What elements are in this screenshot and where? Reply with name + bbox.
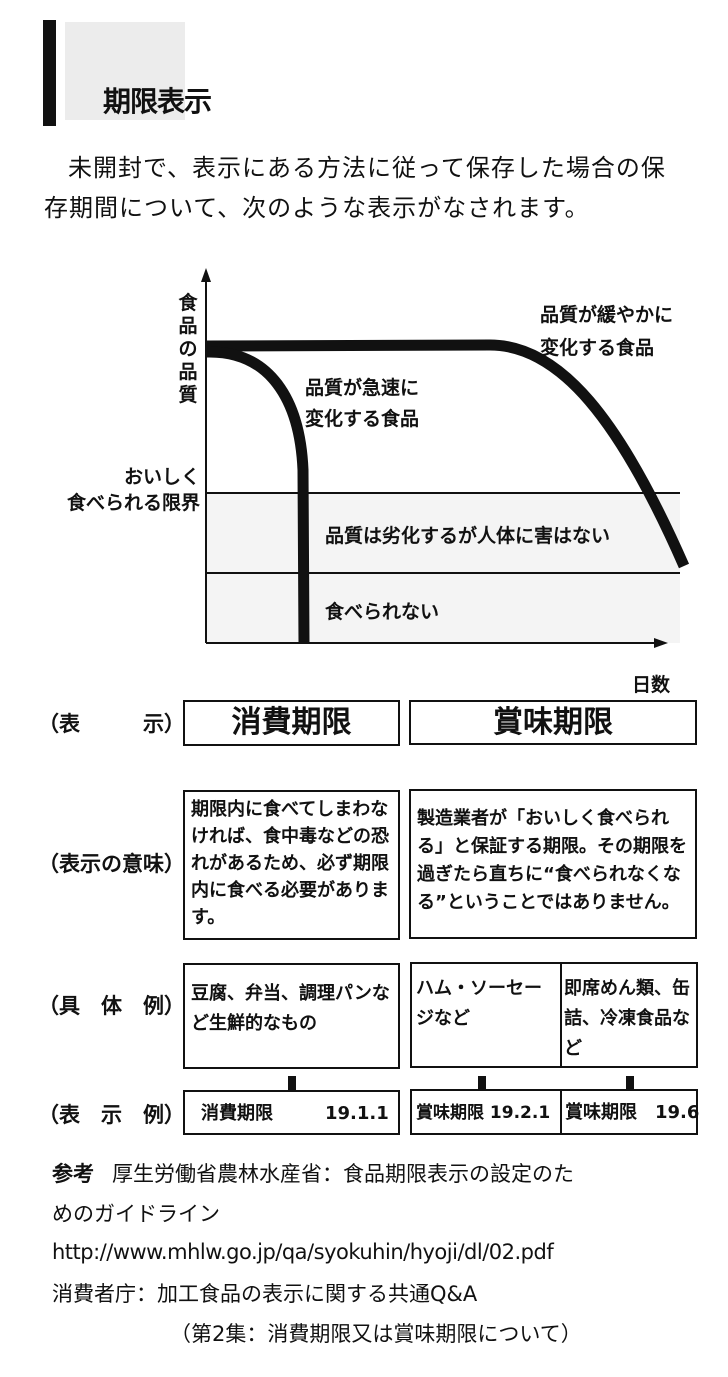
intro-line-1: 未開封で、表示にある方法に従って保存した場合の保 — [68, 154, 666, 182]
fast-curve-label-1: 品質が急速に — [305, 377, 420, 399]
arrow-down-icon — [478, 1076, 486, 1090]
best-before-display-a: 賞味期限 19.2.1 — [416, 1103, 551, 1123]
reference-line-5: （第2集：消費期限又は賞味期限について） — [170, 1322, 582, 1346]
limit-label-line-2: 食べられる限界 — [66, 492, 200, 514]
consume-heading-box: 消費期限 — [183, 700, 400, 746]
page-title: 期限表示 — [103, 85, 212, 118]
reference-line-4: 消費者庁：加工食品の表示に関する共通Q&A — [52, 1282, 478, 1306]
row-label-display: （表 示） — [38, 712, 185, 736]
reference-label: 参考 — [52, 1162, 94, 1186]
reference-url[interactable]: http://www.mhlw.go.jp/qa/syokuhin/hyoji/… — [52, 1240, 554, 1264]
consume-meaning: 期限内に食べてしまわなければ、食中毒などの恐れがあるため、必ず期限内に食べる必要… — [191, 799, 389, 928]
below-limit-zone — [207, 493, 680, 643]
consume-display-date: 19.1.1 — [325, 1103, 389, 1124]
heading-accent-bar — [43, 20, 56, 126]
consume-display-box: 消費期限 19.1.1 — [183, 1090, 400, 1135]
quality-diagram — [201, 268, 690, 648]
arrow-down-icon — [626, 1076, 634, 1090]
slow-curve-label-1: 品質が緩やかに — [540, 304, 674, 326]
consume-example: 豆腐、弁当、調理パンなど生鮮的なもの — [191, 983, 390, 1034]
best-before-meaning: 製造業者が「おいしく食べられる」と保証する期限。その期限を過ぎたら直ちに“食べら… — [417, 808, 687, 913]
heading-background — [65, 22, 185, 120]
best-before-display-b-date: 19.6 — [655, 1102, 700, 1123]
row-label-example: （具 体 例） — [38, 994, 185, 1018]
best-before-example-a: ハム・ソーセージなど — [416, 978, 542, 1029]
y-axis-label: 食品の品質 — [178, 292, 198, 406]
reference-line-2: めのガイドライン — [52, 1202, 220, 1226]
best-before-display-box: 賞味期限 19.2.1 賞味期限 19.6 — [410, 1089, 700, 1135]
best-before-heading: 賞味期限 — [493, 705, 613, 740]
cell-divider — [560, 1091, 562, 1133]
row-label-meaning: （表示の意味） — [38, 852, 185, 876]
fast-change-curve — [205, 346, 310, 644]
arrow-down-icon — [288, 1076, 296, 1090]
zone-degraded-label: 品質は劣化するが人体に害はない — [325, 525, 611, 547]
y-axis-arrow-icon — [201, 268, 211, 282]
row-label-display-example: （表 示 例） — [38, 1103, 185, 1127]
slow-change-curve — [205, 339, 690, 569]
slow-curve-label-2: 変化する食品 — [540, 337, 655, 359]
consume-example-box: 豆腐、弁当、調理パンなど生鮮的なもの — [183, 963, 400, 1069]
consume-heading: 消費期限 — [231, 705, 352, 740]
zone-inedible-label: 食べられない — [325, 601, 440, 623]
reference-line-1: 厚生労働省農林水産省：食品期限表示の設定のた — [112, 1162, 574, 1186]
x-axis-arrow-icon — [654, 638, 668, 648]
best-before-meaning-box: 製造業者が「おいしく食べられる」と保証する期限。その期限を過ぎたら直ちに“食べら… — [409, 789, 697, 939]
fast-curve-label-2: 変化する食品 — [305, 408, 420, 430]
cell-divider — [560, 964, 562, 1066]
intro-line-2: 存期間について、次のような表示がなされます。 — [44, 194, 590, 222]
best-before-display-b-label: 賞味期限 — [565, 1102, 637, 1123]
x-axis-label: 日数 — [632, 674, 671, 696]
best-before-example-b: 即席めん類、缶詰、冷凍食品など — [564, 978, 690, 1059]
limit-label-line-1: おいしく — [123, 466, 200, 488]
best-before-heading-box: 賞味期限 — [409, 700, 697, 745]
best-before-example-box: ハム・ソーセージなど 即席めん類、缶詰、冷凍食品など — [410, 962, 698, 1068]
consume-meaning-box: 期限内に食べてしまわなければ、食中毒などの恐れがあるため、必ず期限内に食べる必要… — [183, 790, 400, 940]
consume-display-label: 消費期限 — [201, 1103, 273, 1124]
